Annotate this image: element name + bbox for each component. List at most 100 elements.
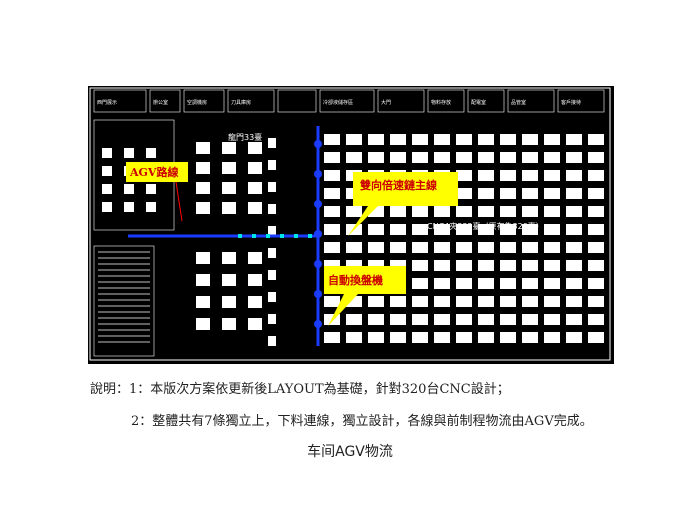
agv-vehicle	[266, 234, 270, 238]
room-label: 西門展示	[97, 100, 117, 106]
machine	[566, 206, 582, 217]
machine	[346, 206, 362, 217]
note-line-2: 2：整體共有7條獨立上，下料連線，獨立設計，各線與前制程物流由AGV完成。	[131, 414, 593, 429]
machine	[456, 260, 472, 271]
machine	[390, 260, 406, 271]
machine	[324, 224, 340, 235]
machine	[222, 162, 236, 174]
machine	[390, 242, 406, 253]
room-label: 冷卻液儲存區	[323, 99, 353, 106]
note-line-1: 說明：1：本版次方案依更新後LAYOUT為基礎，針對320台CNC設計；	[90, 382, 510, 397]
machine	[196, 252, 210, 264]
machine	[248, 274, 262, 286]
machine	[544, 206, 560, 217]
machine	[456, 224, 472, 235]
machine	[248, 202, 262, 214]
tray-station	[314, 320, 322, 328]
agv-vehicle	[280, 234, 284, 238]
machine	[368, 134, 384, 145]
machine	[268, 160, 276, 170]
left-machine	[102, 166, 112, 176]
machine	[478, 332, 494, 343]
machine	[522, 206, 538, 217]
machine	[434, 206, 450, 217]
machine	[368, 224, 384, 235]
machine	[456, 332, 472, 343]
machine	[588, 242, 604, 253]
machine	[522, 278, 538, 289]
machine	[544, 332, 560, 343]
machine	[522, 134, 538, 145]
room	[557, 89, 605, 113]
machine	[500, 242, 516, 253]
room-label: 大門	[381, 99, 391, 106]
machine	[588, 188, 604, 199]
machine	[456, 152, 472, 163]
machine	[500, 188, 516, 199]
machine	[522, 242, 538, 253]
room	[467, 89, 505, 113]
machine	[412, 242, 428, 253]
machine	[478, 206, 494, 217]
machine	[500, 134, 516, 145]
machine	[456, 314, 472, 325]
machine	[248, 162, 262, 174]
machine	[522, 188, 538, 199]
machine	[478, 224, 494, 235]
machine	[566, 224, 582, 235]
machine	[196, 202, 210, 214]
room-label: 刀具庫房	[231, 99, 251, 106]
machine	[268, 248, 276, 258]
machine	[588, 296, 604, 307]
machine	[588, 224, 604, 235]
machine	[268, 292, 276, 302]
machine	[196, 318, 210, 330]
machine	[500, 170, 516, 181]
machine	[478, 152, 494, 163]
room	[149, 89, 181, 113]
machine	[412, 152, 428, 163]
machine	[566, 296, 582, 307]
machine	[566, 260, 582, 271]
machine	[522, 224, 538, 235]
agv-vehicle	[238, 234, 242, 238]
agv-vehicle	[308, 234, 312, 238]
machine	[324, 170, 340, 181]
machine	[196, 162, 210, 174]
room-label: 配電室	[471, 99, 486, 106]
machine	[346, 260, 362, 271]
machine	[346, 134, 362, 145]
machine	[478, 314, 494, 325]
room	[507, 89, 555, 113]
machine	[434, 314, 450, 325]
machine	[566, 314, 582, 325]
machine	[544, 134, 560, 145]
machine	[368, 152, 384, 163]
machine	[500, 314, 516, 325]
machine	[248, 252, 262, 264]
machine	[248, 318, 262, 330]
machine	[588, 170, 604, 181]
machine	[544, 152, 560, 163]
machine	[368, 296, 384, 307]
machine	[268, 182, 276, 192]
machine	[324, 188, 340, 199]
machine	[434, 242, 450, 253]
machine	[412, 224, 428, 235]
callout-agv-route: AGV路線	[126, 162, 188, 222]
machine	[544, 188, 560, 199]
left-machine	[102, 148, 112, 158]
machine	[412, 278, 428, 289]
room	[277, 89, 317, 113]
machine	[544, 242, 560, 253]
machine	[324, 296, 340, 307]
machine	[268, 336, 276, 346]
agv-vehicle	[294, 234, 298, 238]
machine	[544, 170, 560, 181]
slide-caption: 车间AGV物流	[307, 444, 393, 460]
machine	[566, 134, 582, 145]
machine	[412, 314, 428, 325]
machine	[222, 318, 236, 330]
room	[93, 89, 147, 113]
left-machine	[146, 202, 156, 212]
